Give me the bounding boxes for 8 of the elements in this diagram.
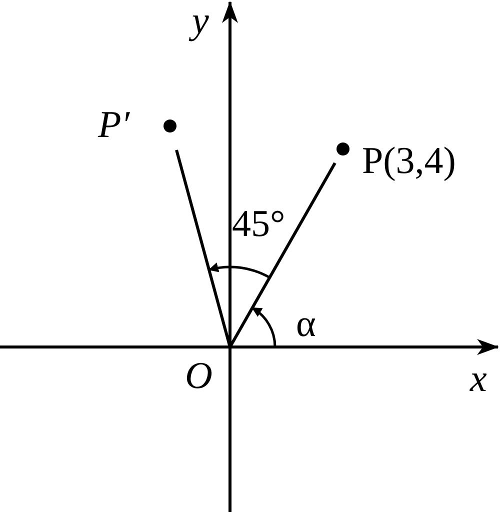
- point-label: P(3,4): [362, 142, 456, 180]
- angle-label: 45°: [232, 205, 286, 243]
- axis-label: x: [470, 360, 487, 398]
- line-segment: [228, 162, 336, 348]
- line-segment: [175, 150, 232, 348]
- angle-label: α: [296, 305, 316, 343]
- point-label: P′: [98, 106, 130, 144]
- point-label: O: [185, 357, 212, 395]
